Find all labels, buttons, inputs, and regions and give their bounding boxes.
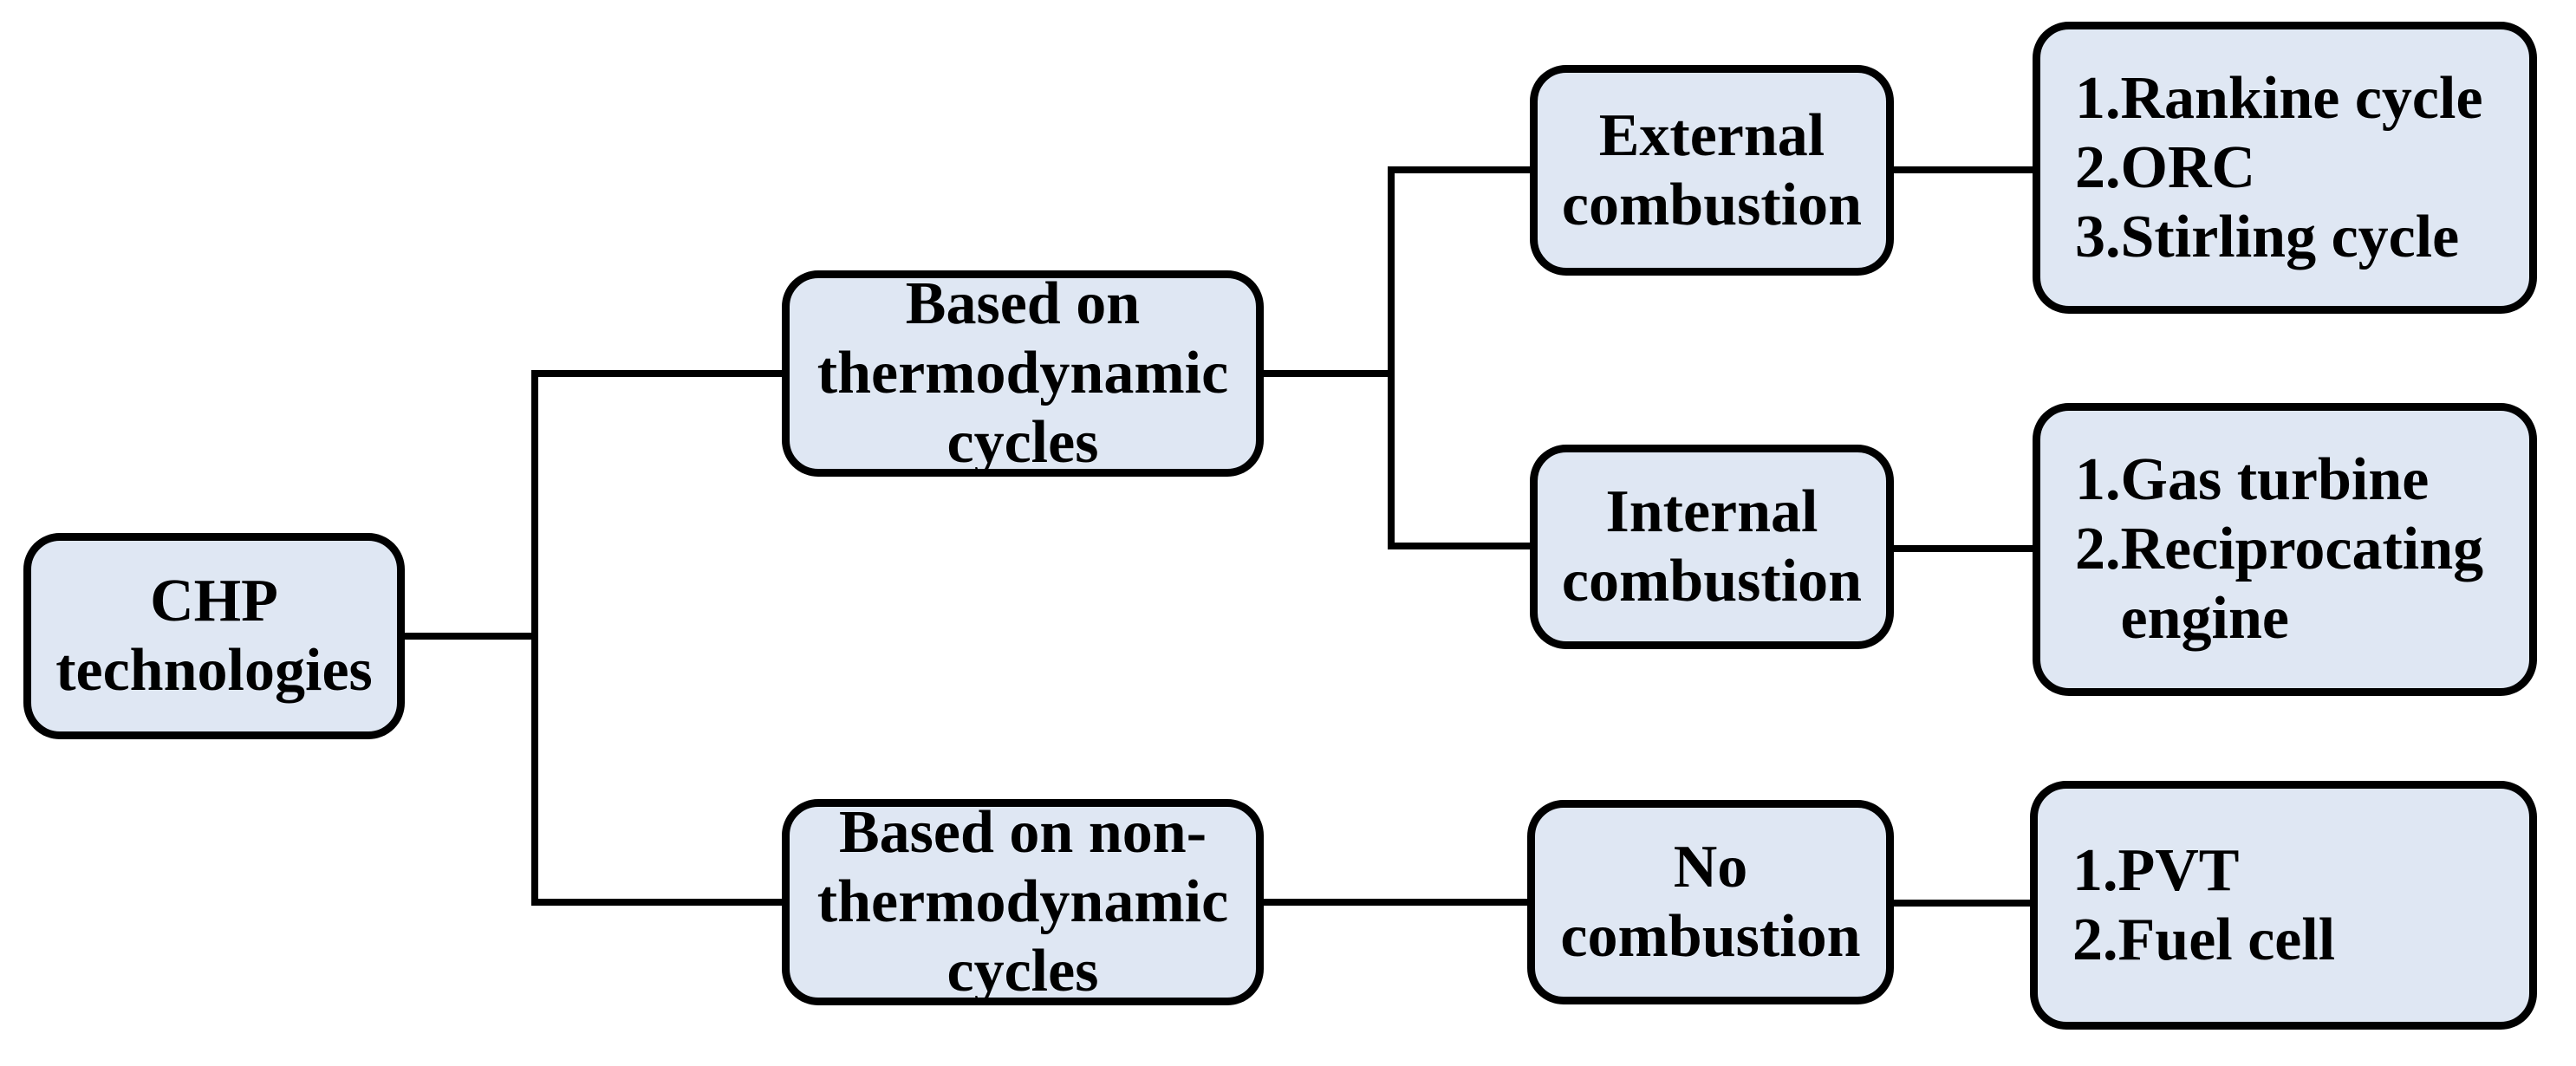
edge-external-to-techs: [1890, 166, 2036, 173]
edge-trunk1-to-thermo: [531, 370, 785, 377]
edge-internal-to-techs: [1890, 545, 2036, 552]
edge-root-to-trunk1: [399, 633, 538, 640]
node-external-combustion-technologies: 1.Rankine cycle 2.ORC 3.Stirling cycle: [2033, 22, 2537, 314]
node-external-combustion: External combustion: [1530, 65, 1894, 276]
node-internal-combustion: Internal combustion: [1530, 445, 1894, 649]
node-no-combustion-technologies: 1.PVT 2.Fuel cell: [2030, 781, 2537, 1030]
edge-thermo-to-trunk2: [1260, 370, 1395, 377]
edge-trunk2-vertical: [1388, 166, 1395, 549]
node-no-combustion: No combustion: [1527, 800, 1894, 1004]
edge-trunk1-to-nonthermo: [531, 899, 785, 906]
edge-trunk2-to-internal: [1388, 543, 1530, 549]
edge-nocombustion-to-techs: [1890, 900, 2035, 907]
node-internal-combustion-technologies: 1.Gas turbine 2.Reciprocating engine: [2033, 403, 2537, 696]
node-chp-technologies: CHP technologies: [23, 533, 405, 739]
edge-trunk1-vertical: [531, 370, 538, 906]
edge-trunk2-to-external: [1388, 166, 1530, 173]
edge-nonthermo-to-nocombustion: [1260, 899, 1531, 906]
node-based-on-non-thermodynamic-cycles: Based on non- thermodynamic cycles: [782, 799, 1264, 1005]
node-based-on-thermodynamic-cycles: Based on thermodynamic cycles: [782, 270, 1264, 477]
